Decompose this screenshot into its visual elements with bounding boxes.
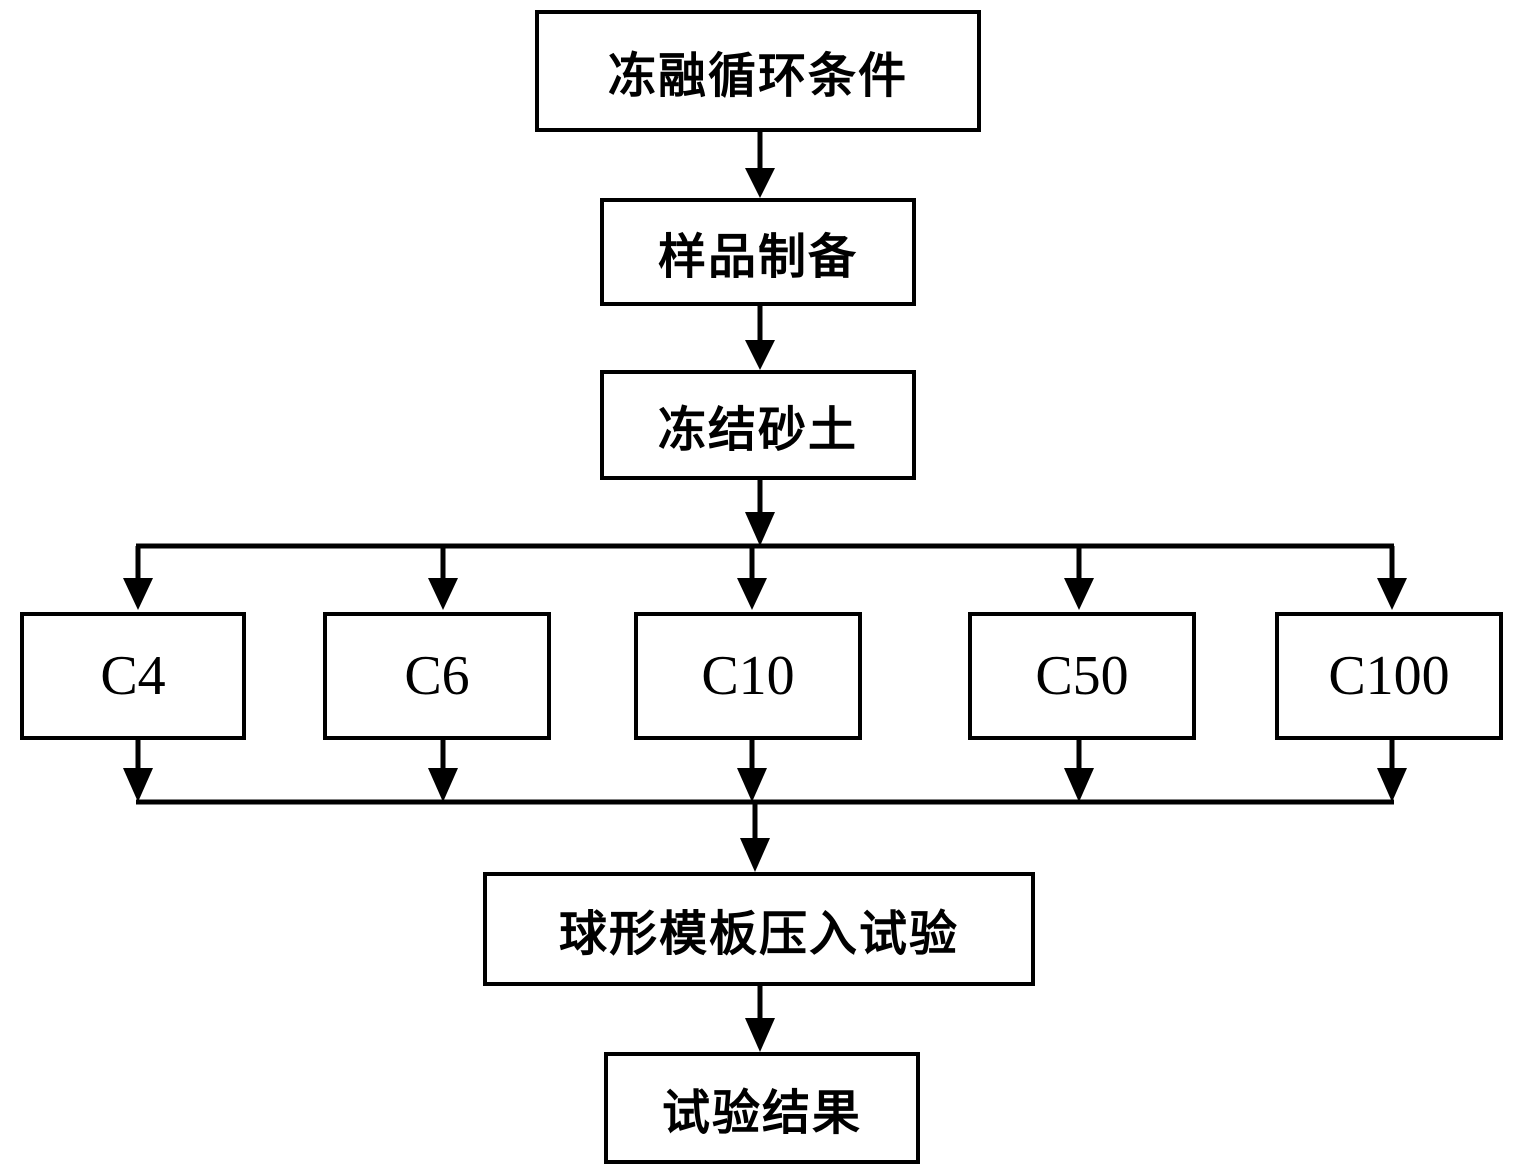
node-test-results: 试验结果: [604, 1052, 920, 1164]
node-label: C4: [100, 645, 166, 707]
node-c100: C100: [1275, 612, 1503, 740]
node-c10: C10: [634, 612, 862, 740]
node-c50: C50: [968, 612, 1196, 740]
node-label: C10: [701, 645, 795, 707]
arrowhead-c50-out: [1064, 768, 1094, 802]
node-label: C50: [1035, 645, 1129, 707]
node-label: 冻结砂土: [657, 402, 858, 458]
arrowhead-c10: [737, 578, 767, 610]
arrowhead-c4: [123, 578, 153, 610]
node-label: 试验结果: [661, 1085, 862, 1141]
node-sample-preparation: 样品制备: [600, 198, 916, 306]
node-c6: C6: [323, 612, 551, 740]
node-label: 样品制备: [657, 229, 858, 285]
arrowhead-2: [745, 340, 775, 370]
arrowhead-1: [745, 168, 775, 198]
node-freeze-thaw-conditions: 冻融循环条件: [535, 10, 981, 132]
arrowhead-c6: [428, 578, 458, 610]
node-c4: C4: [20, 612, 246, 740]
arrowhead-c100: [1377, 578, 1407, 610]
node-label: 冻融循环条件: [607, 48, 908, 104]
node-spherical-template-indentation-test: 球形模板压入试验: [483, 872, 1035, 986]
arrowhead-c100-out: [1377, 768, 1407, 802]
arrowhead-3: [745, 512, 775, 546]
arrowhead-c50: [1064, 578, 1094, 610]
arrowhead-c10-out: [737, 768, 767, 802]
arrowhead-c6-out: [428, 768, 458, 802]
arrowhead-merge: [740, 838, 770, 872]
node-label: C6: [404, 645, 470, 707]
node-label: 球形模板压入试验: [558, 906, 959, 962]
arrowhead-results: [745, 1018, 775, 1052]
node-label: C100: [1328, 645, 1450, 707]
arrowhead-c4-out: [123, 768, 153, 802]
node-frozen-sand: 冻结砂土: [600, 370, 916, 480]
